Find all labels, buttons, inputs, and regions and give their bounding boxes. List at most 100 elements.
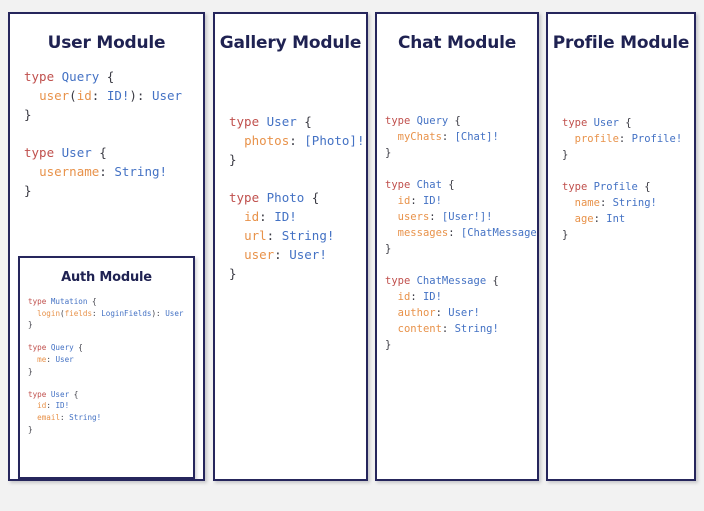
code-line: content: String! <box>385 321 537 337</box>
code-block-gap <box>28 377 193 389</box>
token-type: ChatMessage <box>416 275 487 287</box>
code-block-gap <box>385 257 537 273</box>
graphql-type-definition: type Query { user(id: ID!): User} <box>24 67 203 124</box>
token-kw: type <box>385 275 417 287</box>
token-type: Query <box>61 69 100 84</box>
token-pun <box>24 88 39 103</box>
code-line: myChats: [Chat]! <box>385 129 537 145</box>
code-line: type Mutation { <box>28 296 193 308</box>
token-type: ID! <box>274 209 297 224</box>
token-pun <box>385 211 398 223</box>
token-type: String! <box>281 228 335 243</box>
panel-user-module[interactable]: User Module type Query { user(id: ID!): … <box>8 12 205 481</box>
token-kw: type <box>562 181 594 193</box>
code-line: type Query { <box>385 113 537 129</box>
code-line: age: Int <box>562 211 694 227</box>
token-pun: : <box>46 354 56 364</box>
token-pun: : <box>448 227 461 239</box>
token-pun: : <box>429 211 442 223</box>
code-block-profile: type User { profile: Profile!}type Profi… <box>562 115 694 243</box>
graphql-type-definition: type Query { me: User} <box>28 342 193 377</box>
token-pun: : <box>618 133 632 145</box>
token-type: Query <box>50 343 74 353</box>
token-pun: { <box>441 179 455 191</box>
token-type: Profile! <box>631 133 683 145</box>
token-type: ID! <box>106 88 130 103</box>
code-line: photos: [Photo]! <box>229 131 366 150</box>
token-type: String! <box>454 323 499 335</box>
code-line: me: User <box>28 354 193 366</box>
token-pun: } <box>229 152 237 167</box>
token-pun: : <box>435 307 449 319</box>
token-pun <box>562 213 575 225</box>
token-type: String! <box>612 197 657 209</box>
token-pun: } <box>562 229 569 241</box>
graphql-type-definition: type User { username: String!} <box>24 143 203 200</box>
code-line: id: ID! <box>229 207 366 226</box>
token-pun <box>562 197 575 209</box>
token-pun <box>385 307 398 319</box>
code-line: type Query { <box>28 342 193 354</box>
token-pun: : <box>92 308 102 318</box>
graphql-type-definition: type User { id: ID! email: String!} <box>28 389 193 435</box>
panel-profile-module[interactable]: Profile Module type User { profile: Prof… <box>546 12 696 481</box>
token-type: ID! <box>422 291 442 303</box>
token-pun: } <box>28 366 33 376</box>
code-line: } <box>385 337 537 353</box>
token-pun <box>229 228 244 243</box>
token-type: User! <box>289 247 327 262</box>
token-fld: messages <box>397 227 449 239</box>
token-type: Mutation <box>50 297 88 306</box>
code-line: login(fields: LoginFields): User <box>28 308 193 320</box>
panel-auth-module[interactable]: Auth Module type Mutation { login(fields… <box>18 256 195 479</box>
code-line: } <box>24 105 203 124</box>
token-pun <box>229 133 244 148</box>
token-pun: { <box>91 145 107 160</box>
token-pun <box>28 413 37 422</box>
code-line: } <box>229 150 366 169</box>
token-type: [Chat]! <box>454 131 499 143</box>
code-block-gap <box>562 163 694 179</box>
token-type: User <box>165 308 184 318</box>
token-kw: type <box>562 117 594 129</box>
token-type: Query <box>416 115 449 127</box>
token-fld: id <box>37 401 47 411</box>
panel-chat-module[interactable]: Chat Module type Query { myChats: [Chat]… <box>375 12 539 481</box>
token-pun: : <box>599 197 613 209</box>
code-line: type Profile { <box>562 179 694 195</box>
token-fld: id <box>397 195 411 207</box>
code-line: user(id: ID!): User <box>24 86 203 105</box>
token-pun <box>385 323 398 335</box>
code-line: id: ID! <box>28 400 193 412</box>
code-block-gap <box>229 169 366 188</box>
code-line: type Photo { <box>229 188 366 207</box>
token-type: Int <box>606 213 626 225</box>
token-pun <box>28 355 37 364</box>
token-pun: } <box>28 320 33 330</box>
token-fld: id <box>397 291 411 303</box>
token-pun: } <box>28 424 33 434</box>
token-pun: : <box>410 291 423 303</box>
code-block-user: type Query { user(id: ID!): User} type Us… <box>24 67 203 200</box>
graphql-type-definition: type Chat { id: ID! users: [User!]! mess… <box>385 177 537 257</box>
token-pun <box>385 227 398 239</box>
code-block-gap <box>28 331 193 343</box>
code-line: } <box>24 181 203 200</box>
panel-title-profile: Profile Module <box>552 33 690 53</box>
token-fld: users <box>397 211 430 223</box>
token-pun <box>385 195 398 207</box>
code-line: messages: [ChatMessage]! <box>385 225 537 241</box>
token-pun: ): <box>151 308 166 318</box>
code-line: } <box>562 147 694 163</box>
code-line: url: String! <box>229 226 366 245</box>
panel-gallery-module[interactable]: Gallery Module type User { photos: [Phot… <box>213 12 368 481</box>
token-type: Chat <box>416 179 442 191</box>
graphql-type-definition: type Profile { name: String! age: Int} <box>562 179 694 243</box>
token-pun: : <box>593 213 607 225</box>
token-pun: { <box>69 389 79 399</box>
token-fld: me <box>37 354 47 364</box>
token-kw: type <box>229 190 267 205</box>
token-fld: photos <box>244 133 290 148</box>
token-kw: type <box>28 389 51 399</box>
